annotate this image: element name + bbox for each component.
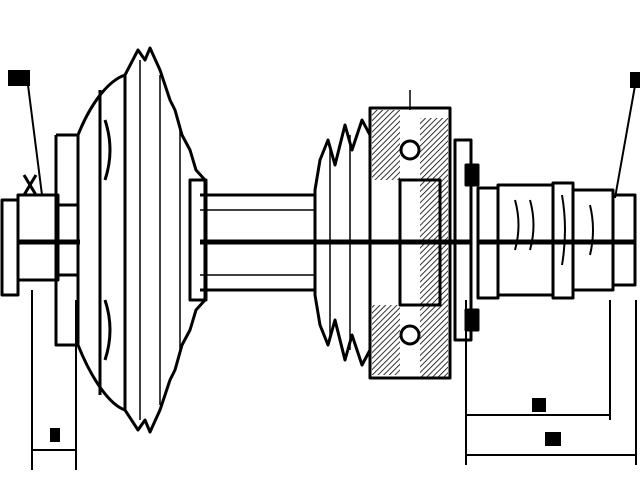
right-stub-axle (476, 181, 637, 300)
left-boot (123, 46, 208, 434)
left-stub-axle (0, 174, 80, 297)
label-marks (8, 70, 640, 446)
callout-left-mark (8, 70, 30, 86)
dimension-lines (31, 290, 637, 470)
right-inner-joint (368, 90, 480, 380)
callout-right-mark (630, 72, 640, 88)
callout-leaders (27, 79, 637, 199)
dim-outer-mark (545, 432, 561, 446)
dim-inner-mark (532, 398, 546, 412)
dim-left-mark (50, 428, 60, 442)
